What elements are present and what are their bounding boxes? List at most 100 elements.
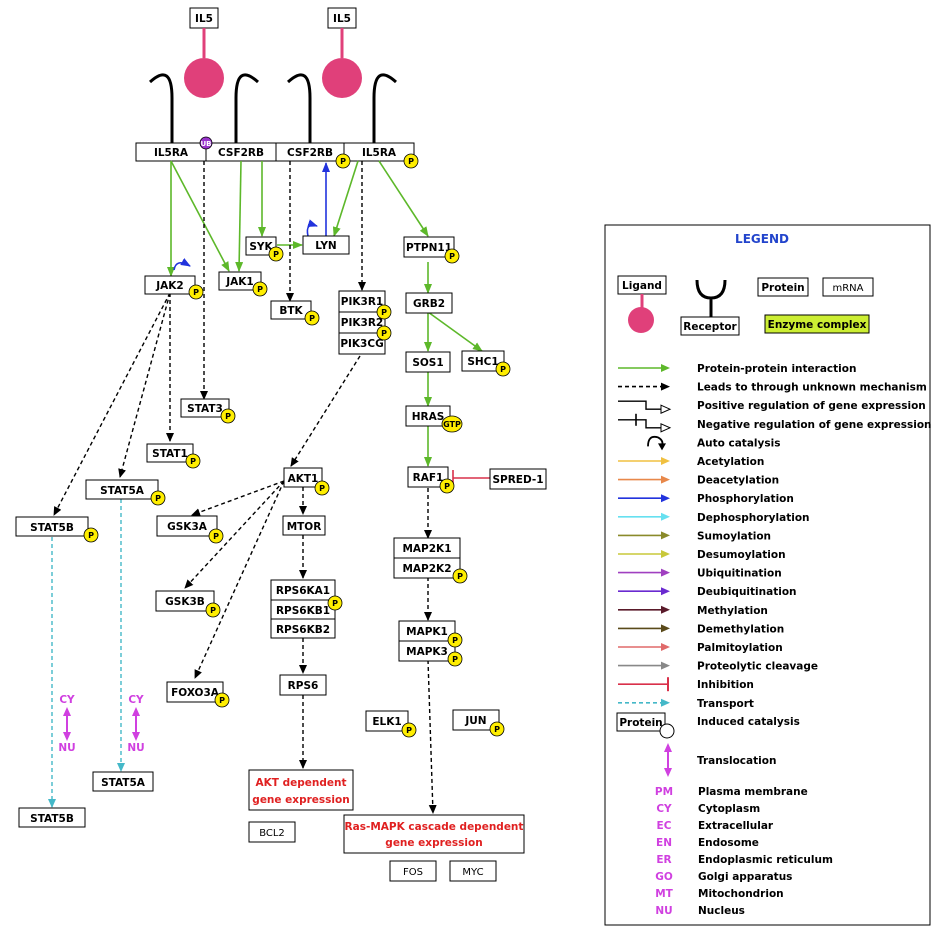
svg-text:FOXO3A: FOXO3A (171, 687, 220, 699)
node-syk[interactable]: SYK (245, 236, 277, 256)
node-rps6kb2[interactable]: RPS6KB2 (270, 618, 336, 639)
node-pik3r2[interactable]: PIK3R2 (338, 311, 386, 334)
node-stat5b-nucleus[interactable]: STAT5B (18, 807, 86, 828)
node-mtor[interactable]: MTOR (282, 515, 326, 536)
node-il5ra-right[interactable]: IL5RA (343, 142, 415, 162)
ligand-complex-right: IL5 (286, 7, 398, 143)
legend-item: Dephosphorylation (618, 512, 810, 524)
ligand-complex-left: IL5 (148, 7, 260, 143)
node-jak2[interactable]: JAK2 (144, 275, 196, 295)
node-grb2[interactable]: GRB2 (405, 292, 453, 314)
node-jun[interactable]: JUN (452, 709, 500, 731)
node-spred1[interactable]: SPRED-1 (489, 468, 547, 490)
edge-spred1-raf1-inhibit (452, 470, 490, 486)
legend-receptor: Receptor (680, 316, 740, 336)
node-hras[interactable]: HRAS (405, 405, 451, 427)
legend-mrna: mRNA (822, 277, 874, 297)
legend-item: Methylation (618, 605, 768, 617)
node-csf2rb-right[interactable]: CSF2RB (275, 142, 345, 162)
node-lyn[interactable]: LYN (302, 235, 350, 255)
svg-text:gene expression: gene expression (252, 794, 349, 806)
legend-arrowhead-icon (661, 698, 670, 707)
legend-compartment-label: Golgi apparatus (698, 871, 792, 883)
legend-open-arrow-icon (660, 423, 672, 433)
node-mapk1[interactable]: MAPK1 (398, 620, 456, 642)
node-stat1[interactable]: STAT1 (146, 443, 194, 463)
edge-grb2-shc1 (427, 311, 483, 352)
node-elk1[interactable]: ELK1 (365, 710, 409, 732)
node-rps6kb1[interactable]: RPS6KB1 (270, 599, 336, 620)
legend-item-label: Demethylation (697, 623, 784, 635)
legend-compartment: GO Golgi apparatus (655, 871, 792, 883)
node-sos1[interactable]: SOS1 (405, 351, 451, 373)
p-badge-foxo3a: P (214, 692, 230, 708)
legend-arrowhead-icon (661, 643, 670, 651)
node-akt1[interactable]: AKT1 (283, 467, 323, 488)
svg-text:PTPN11: PTPN11 (406, 242, 452, 254)
auto-catalysis-lyn-icon (306, 219, 318, 237)
node-foxo3a[interactable]: FOXO3A (166, 681, 224, 703)
node-shc1[interactable]: SHC1 (461, 350, 505, 372)
p-badge-rps6ka1: P (327, 595, 343, 611)
mrna-myc[interactable]: MYC (449, 860, 497, 882)
svg-text:RPS6: RPS6 (288, 680, 319, 692)
node-rps6ka1[interactable]: RPS6KA1 (270, 579, 336, 601)
node-stat5b[interactable]: STAT5B (15, 516, 89, 537)
svg-text:BTK: BTK (279, 305, 303, 317)
legend-item: Palmitoylation (618, 642, 783, 654)
node-map2k1[interactable]: MAP2K1 (393, 537, 461, 559)
node-ptpn11[interactable]: PTPN11 (403, 236, 455, 258)
svg-text:P: P (219, 696, 225, 705)
node-pik3r1[interactable]: PIK3R1 (338, 290, 386, 313)
node-rps6[interactable]: RPS6 (279, 674, 327, 696)
legend-compartment-abbr: GO (655, 871, 673, 883)
ub-badge: UB (199, 136, 213, 150)
ligand-il5-left[interactable]: IL5 (189, 7, 219, 29)
svg-text:JAK1: JAK1 (225, 276, 253, 288)
svg-text:AKT1: AKT1 (288, 473, 319, 485)
node-pik3cg[interactable]: PIK3CG (338, 332, 386, 355)
legend-item: Phosphorylation (618, 493, 794, 505)
svg-text:P: P (452, 655, 458, 664)
node-raf1[interactable]: RAF1 (407, 466, 449, 488)
legend-item: Deacetylation (618, 475, 779, 487)
svg-text:GRB2: GRB2 (413, 298, 445, 310)
node-stat5a-nucleus[interactable]: STAT5A (92, 771, 154, 792)
node-gsk3b[interactable]: GSK3B (155, 590, 215, 612)
legend-item-label: Sumoylation (697, 530, 771, 542)
outcome-akt-gene-expression[interactable]: AKT dependent gene expression (248, 769, 354, 811)
legend-item-label: Acetylation (697, 456, 764, 468)
node-btk[interactable]: BTK (270, 300, 312, 320)
legend-item-label: Protein-protein interaction (697, 363, 856, 375)
node-jak1[interactable]: JAK1 (218, 271, 262, 291)
outcome-ras-mapk-gene-expression[interactable]: Ras-MAPK cascade dependent gene expressi… (343, 814, 525, 854)
mrna-fos[interactable]: FOS (389, 860, 437, 882)
svg-text:P: P (340, 157, 346, 166)
p-badge-pik3r1: P (376, 304, 392, 320)
svg-text:MTOR: MTOR (287, 521, 322, 533)
legend-item: Desumoylation (618, 549, 786, 561)
node-stat5a[interactable]: STAT5A (85, 479, 159, 500)
legend-item-label: Proteolytic cleavage (697, 661, 818, 673)
legend-compartment-abbr: NU (655, 905, 672, 917)
node-gsk3a[interactable]: GSK3A (156, 515, 218, 537)
legend-protein: Protein (757, 277, 809, 297)
node-map2k2[interactable]: MAP2K2 (393, 557, 461, 579)
p-badge-syk: P (268, 246, 284, 262)
svg-text:LYN: LYN (315, 240, 336, 252)
ligand-il5-right[interactable]: IL5 (327, 7, 357, 29)
svg-text:P: P (408, 157, 414, 166)
node-stat3[interactable]: STAT3 (180, 398, 230, 418)
node-mapk3[interactable]: MAPK3 (398, 640, 456, 662)
p-badge-raf1: P (439, 478, 455, 494)
svg-text:CSF2RB: CSF2RB (287, 147, 333, 159)
node-il5ra-left[interactable]: IL5RA (135, 142, 207, 162)
svg-text:PIK3R2: PIK3R2 (341, 317, 383, 329)
p-badge-jak1: P (252, 281, 268, 297)
mrna-bcl2[interactable]: BCL2 (248, 821, 296, 843)
legend-induced-catalysis-label: Induced catalysis (697, 716, 800, 728)
node-csf2rb-left[interactable]: CSF2RB (205, 142, 277, 162)
receptor-right-b-icon (372, 73, 398, 143)
